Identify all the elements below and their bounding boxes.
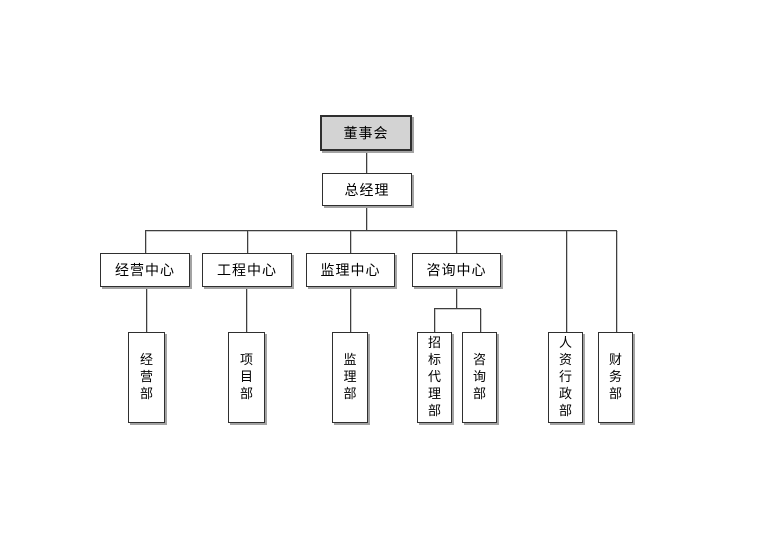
connector-board-to-gm	[366, 151, 367, 173]
connector-bus-to-supervision-center	[350, 230, 351, 253]
org-node-dept-finance-label: 财务部	[608, 352, 622, 403]
connector-split-to-consulting-dept	[480, 308, 481, 332]
connector-split-to-bidding-agency-dept	[434, 308, 435, 332]
connector-gm-to-bus	[366, 206, 367, 230]
org-node-board-label: 董事会	[343, 126, 389, 142]
org-node-dept-bidding-agency: 招标代理部	[417, 332, 452, 423]
org-node-dept-supervision-label: 监理部	[343, 352, 357, 403]
org-node-dept-project: 项目部	[228, 332, 265, 423]
connector-bus-to-finance-dept	[616, 230, 617, 332]
org-node-dept-operations: 经营部	[128, 332, 165, 423]
org-node-center-consulting: 咨询中心	[412, 253, 501, 287]
org-node-dept-hr-admin-label: 人资行政部	[558, 335, 572, 420]
org-node-dept-consulting: 咨询部	[462, 332, 497, 423]
org-node-board: 董事会	[320, 115, 412, 151]
org-node-center-consulting-label: 咨询中心	[426, 263, 487, 279]
org-node-center-operations-label: 经营中心	[115, 263, 175, 279]
connector-main-bus	[145, 230, 617, 231]
org-node-dept-hr-admin: 人资行政部	[548, 332, 583, 423]
org-node-general-manager: 总经理	[322, 173, 412, 206]
org-node-center-operations: 经营中心	[100, 253, 190, 287]
org-node-dept-bidding-agency-label: 招标代理部	[427, 335, 441, 420]
connector-consulting-center-stem	[456, 287, 457, 308]
connector-bus-to-engineering-center	[247, 230, 248, 253]
connector-supervision-center-to-dept	[350, 287, 351, 332]
org-node-dept-project-label: 项目部	[239, 352, 253, 403]
org-node-center-engineering: 工程中心	[202, 253, 292, 287]
connector-bus-to-hr-admin-dept	[566, 230, 567, 332]
connector-consulting-split-bus	[434, 308, 481, 309]
connector-bus-to-operations-center	[145, 230, 146, 253]
connector-operations-center-to-dept	[146, 287, 147, 332]
org-node-general-manager-label: 总经理	[344, 182, 390, 199]
connector-engineering-center-to-dept	[246, 287, 247, 332]
connector-bus-to-consulting-center	[456, 230, 457, 253]
org-node-center-supervision-label: 监理中心	[320, 263, 381, 279]
org-node-center-engineering-label: 工程中心	[217, 263, 277, 279]
org-node-dept-operations-label: 经营部	[139, 352, 153, 403]
org-node-dept-consulting-label: 咨询部	[472, 352, 486, 403]
org-node-center-supervision: 监理中心	[306, 253, 395, 287]
org-node-dept-finance: 财务部	[598, 332, 633, 423]
org-node-dept-supervision: 监理部	[332, 332, 368, 423]
